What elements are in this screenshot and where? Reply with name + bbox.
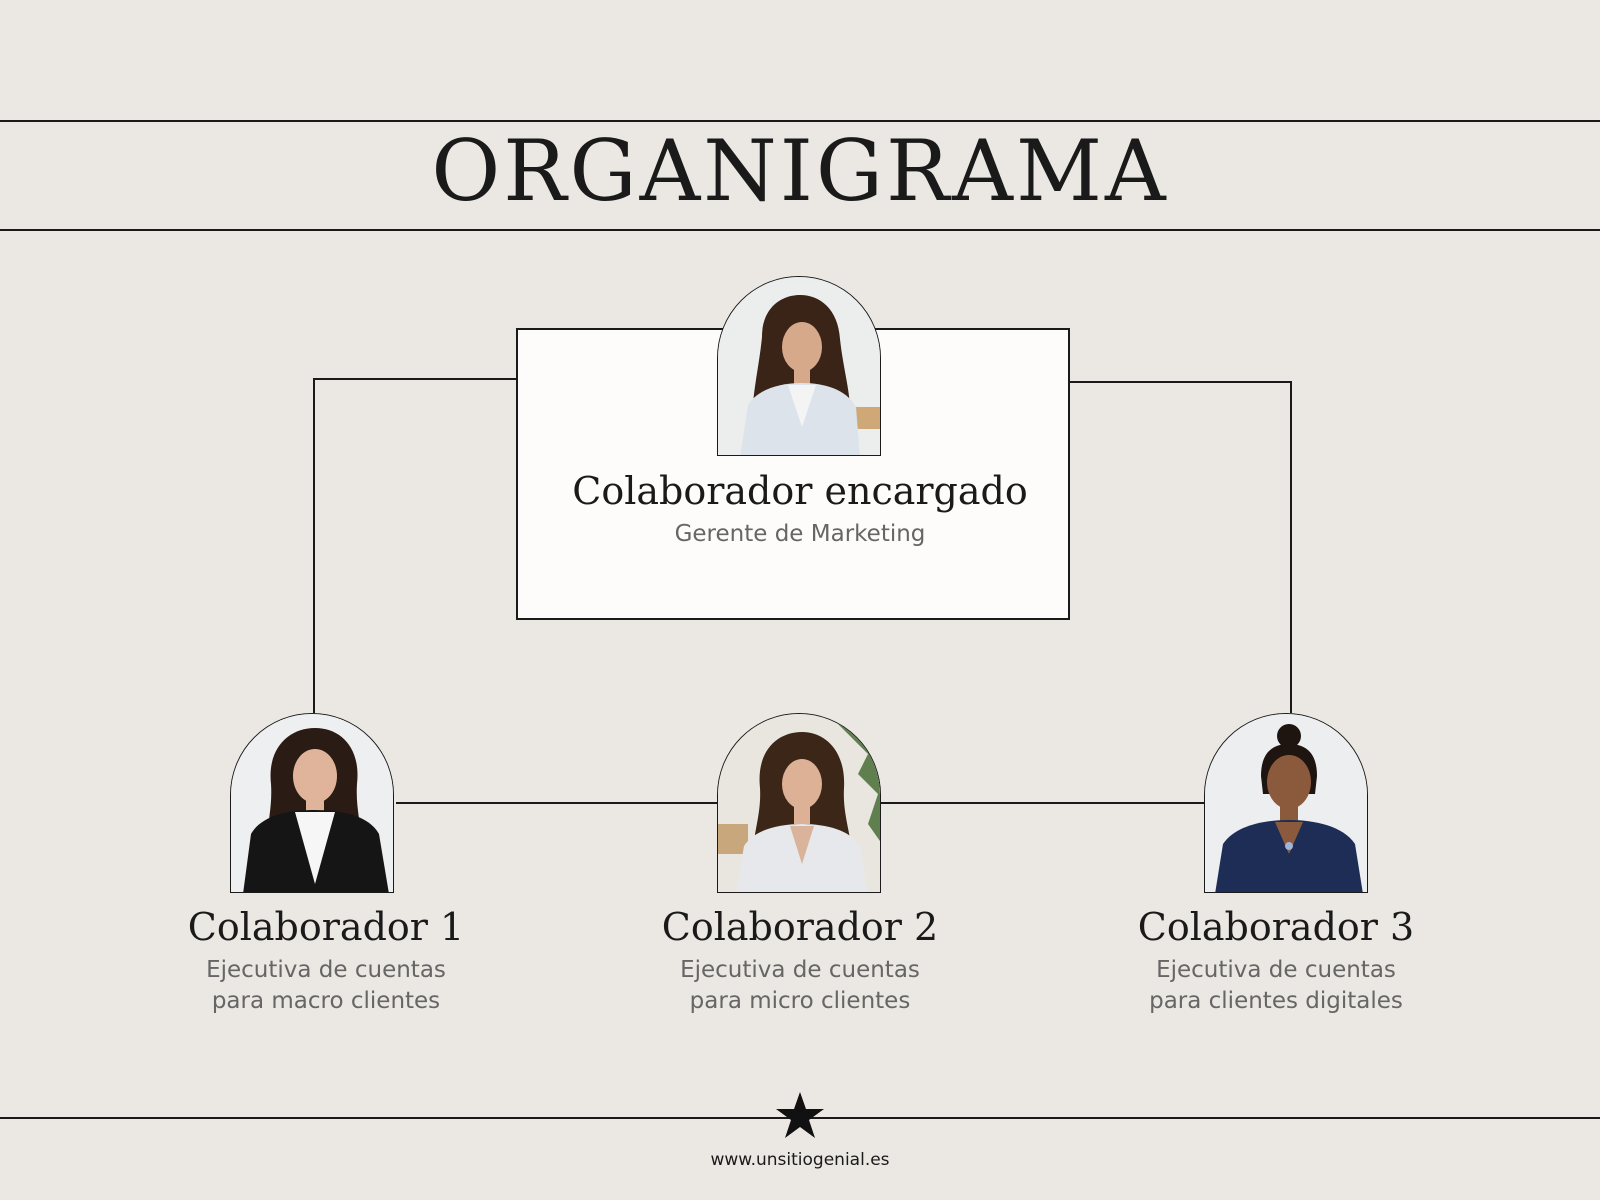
collaborator-2-photo [717, 713, 881, 893]
title-bottom-rule [0, 229, 1600, 231]
top-rule [0, 120, 1600, 122]
collaborator-3-photo [1204, 713, 1368, 893]
collaborator-2-name: Colaborador 2 [661, 905, 939, 949]
collaborator-1-photo [230, 713, 394, 893]
manager-photo [717, 276, 881, 456]
footer-url: www.unsitiogenial.es [710, 1150, 890, 1170]
page-title: ORGANIGRAMA [431, 122, 1169, 220]
connector-right [1070, 381, 1292, 713]
collaborator-2-role-line1: Ejecutiva de cuentas [680, 957, 920, 983]
collaborator-2-role-line2: para micro clientes [689, 988, 911, 1014]
manager-role: Gerente de Marketing [674, 521, 926, 547]
collaborator-1-role-line1: Ejecutiva de cuentas [206, 957, 446, 983]
collaborator-3-role-line1: Ejecutiva de cuentas [1156, 957, 1396, 983]
collaborator-1-name: Colaborador 1 [187, 905, 465, 949]
star-icon [776, 1092, 824, 1138]
manager-name: Colaborador encargado [572, 469, 1028, 513]
collaborator-3-role-line2: para clientes digitales [1149, 988, 1403, 1014]
connector-left [313, 378, 516, 713]
collaborator-3-name: Colaborador 3 [1137, 905, 1415, 949]
collaborator-1-role-line2: para macro clientes [211, 988, 441, 1014]
